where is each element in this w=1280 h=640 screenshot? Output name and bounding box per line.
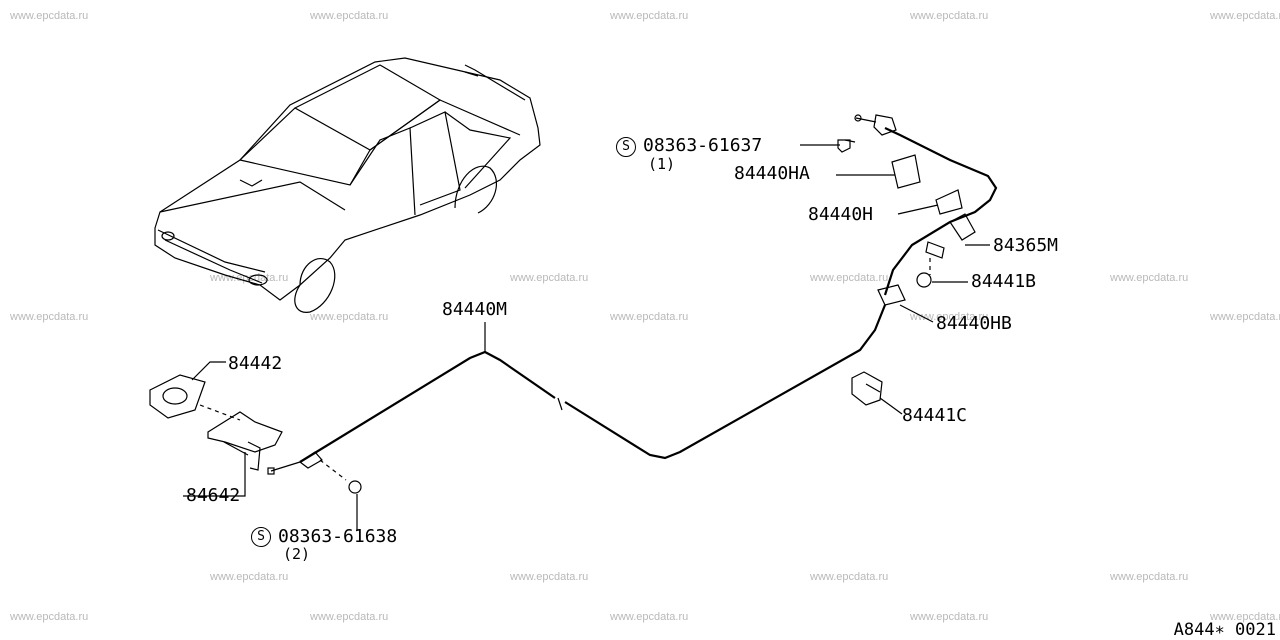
watermark: www.epcdata.ru [10,311,89,323]
watermark: www.epcdata.ru [1110,571,1189,583]
screw-part-top: 08363-61637 [643,135,763,156]
watermark: www.epcdata.ru [10,611,89,623]
label-84365m: 84365M [993,235,1059,256]
main-cable [299,304,887,463]
watermark: www.epcdata.ru [310,611,389,623]
label-84642: 84642 [186,485,241,506]
watermark: www.epcdata.ru [1210,10,1280,22]
watermark: www.epcdata.ru [1210,311,1280,323]
screw-qty-bottom: (2) [283,545,311,563]
watermark: www.epcdata.ru [810,272,889,284]
watermark: www.epcdata.ru [610,611,689,623]
label-84440h: 84440H [808,204,874,225]
watermark: www.epcdata.ru [10,10,89,22]
label-84440ha: 84440HA [734,163,810,184]
watermark: www.epcdata.ru [310,10,389,22]
label-84440m: 84440M [442,299,508,320]
label-84441c: 84441C [902,405,968,426]
car-illustration [154,57,541,313]
watermark: www.epcdata.ru [810,571,889,583]
screw-symbol-bottom: S [251,527,271,547]
watermark: www.epcdata.ru [310,311,389,323]
watermark: www.epcdata.ru [610,10,689,22]
label-84441b: 84441B [971,271,1037,292]
reference-code: A844∗ 0021 [1173,620,1276,640]
screw-symbol-top: S [616,137,636,157]
clip-84441c [851,371,883,406]
watermark: www.epcdata.ru [210,571,289,583]
screw-part-bottom: 08363-61638 [278,526,398,547]
label-84442: 84442 [228,353,283,374]
watermark: www.epcdata.ru [1210,611,1280,623]
upper-cable [837,114,998,306]
watermark: www.epcdata.ru [1110,272,1189,284]
label-84440hb: 84440HB [936,313,1012,334]
watermark: www.epcdata.ru [510,272,589,284]
watermark: www.epcdata.ru [910,611,989,623]
leader-lines [183,144,990,530]
watermark: www.epcdata.ru [510,571,589,583]
opener-assembly [149,374,362,494]
watermark: www.epcdata.ru [610,311,689,323]
screw-qty-top: (1) [648,155,676,173]
watermark: www.epcdata.ru [910,10,989,22]
